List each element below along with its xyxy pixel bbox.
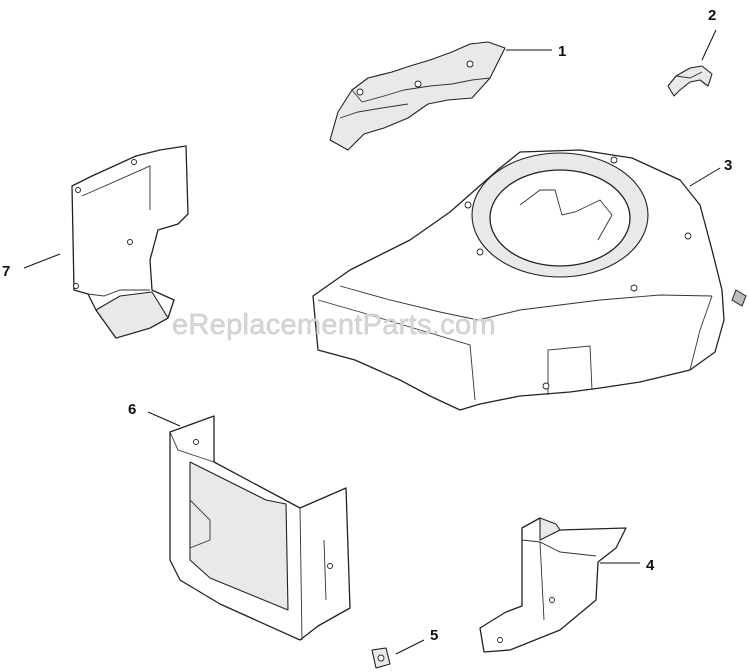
leader-7 xyxy=(23,253,61,269)
callout-6: 6 xyxy=(128,401,136,418)
leader-2 xyxy=(701,29,717,61)
part-7-side-shield[interactable] xyxy=(71,145,189,339)
part-5-clip-nut[interactable] xyxy=(371,647,391,669)
callout-3: 3 xyxy=(724,157,732,174)
part-2-clip[interactable] xyxy=(667,65,713,97)
part-6-lower-shroud[interactable] xyxy=(169,415,351,641)
leader-5 xyxy=(395,639,425,655)
callout-7: 7 xyxy=(2,263,10,280)
part-3-blower-housing[interactable] xyxy=(312,149,747,411)
callout-2: 2 xyxy=(708,7,716,24)
leader-6 xyxy=(147,411,181,427)
callout-4: 4 xyxy=(646,557,655,574)
leader-3 xyxy=(689,167,721,187)
part-1-bracket[interactable] xyxy=(329,41,506,151)
callout-1: 1 xyxy=(558,43,566,60)
watermark: eReplacementParts.com xyxy=(172,309,496,341)
part-4-bracket[interactable] xyxy=(479,517,627,653)
callout-5: 5 xyxy=(430,627,438,644)
